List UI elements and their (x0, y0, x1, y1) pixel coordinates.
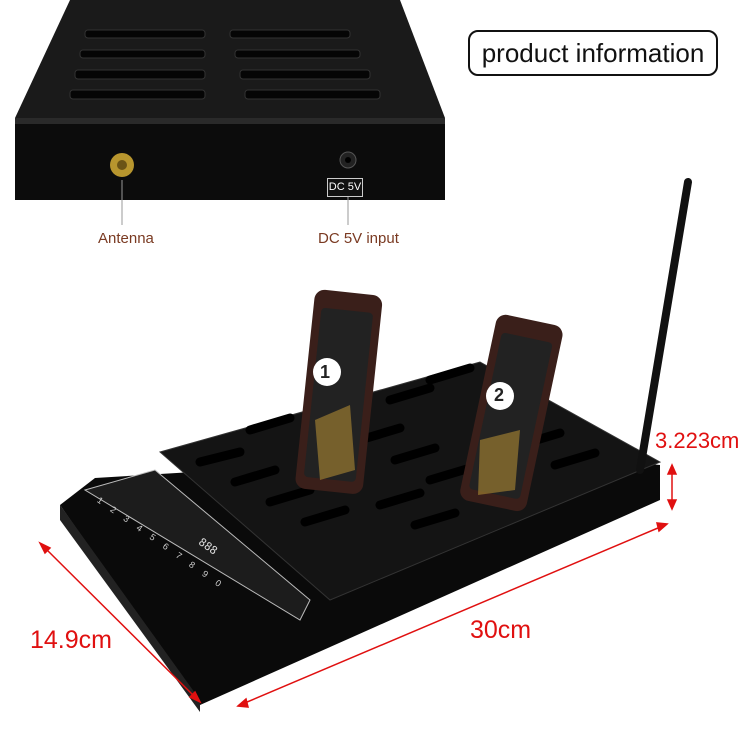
product-information-heading: product information (468, 30, 718, 76)
dc-input-callout: DC 5V input (318, 230, 399, 247)
pager-1 (295, 289, 383, 494)
dc-jack-icon (339, 151, 357, 169)
dc-port-label: DC 5V (327, 178, 363, 197)
pager-2 (460, 314, 563, 512)
dimension-lines (38, 463, 678, 708)
top-device-view (15, 0, 445, 225)
pager-1-number: 1 (320, 362, 331, 382)
antenna-callout: Antenna (98, 230, 154, 247)
pager-2-number: 2 (494, 385, 505, 405)
keypad-panel (83, 469, 311, 621)
height-dimension: 3.223cm (655, 428, 740, 453)
width-dimension: 14.9cm (30, 626, 112, 654)
antenna-connector-icon (110, 153, 134, 177)
length-dimension: 30cm (470, 616, 532, 644)
antenna (636, 178, 692, 474)
